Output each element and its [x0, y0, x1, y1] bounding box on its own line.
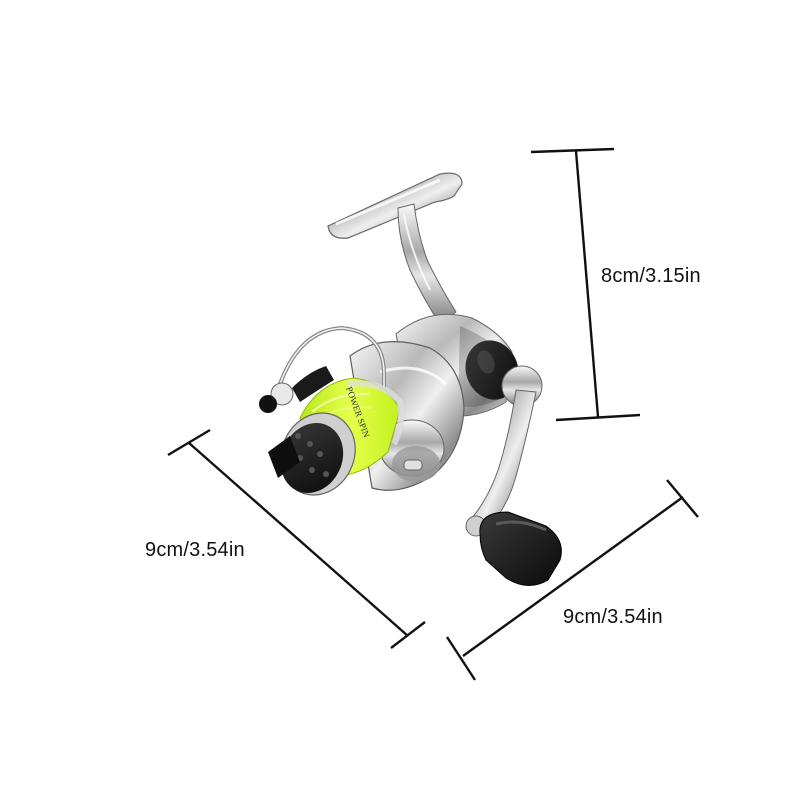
height-dimension-label: 8cm/3.15in [601, 265, 701, 287]
line-roller [403, 459, 423, 471]
depth-dimension-label: 9cm/3.54in [145, 539, 245, 561]
reel-foot [327, 172, 463, 239]
dimension-width [445, 479, 699, 681]
bail-roller [259, 366, 334, 413]
width-dimension-label: 9cm/3.54in [563, 606, 663, 628]
reel-stem [397, 203, 457, 325]
dimension-height [530, 147, 641, 422]
drag-knob [268, 412, 356, 496]
handle-knob [479, 511, 562, 586]
bail-wire [278, 325, 386, 396]
reel-handle [465, 365, 543, 537]
dimension-depth [167, 428, 426, 649]
